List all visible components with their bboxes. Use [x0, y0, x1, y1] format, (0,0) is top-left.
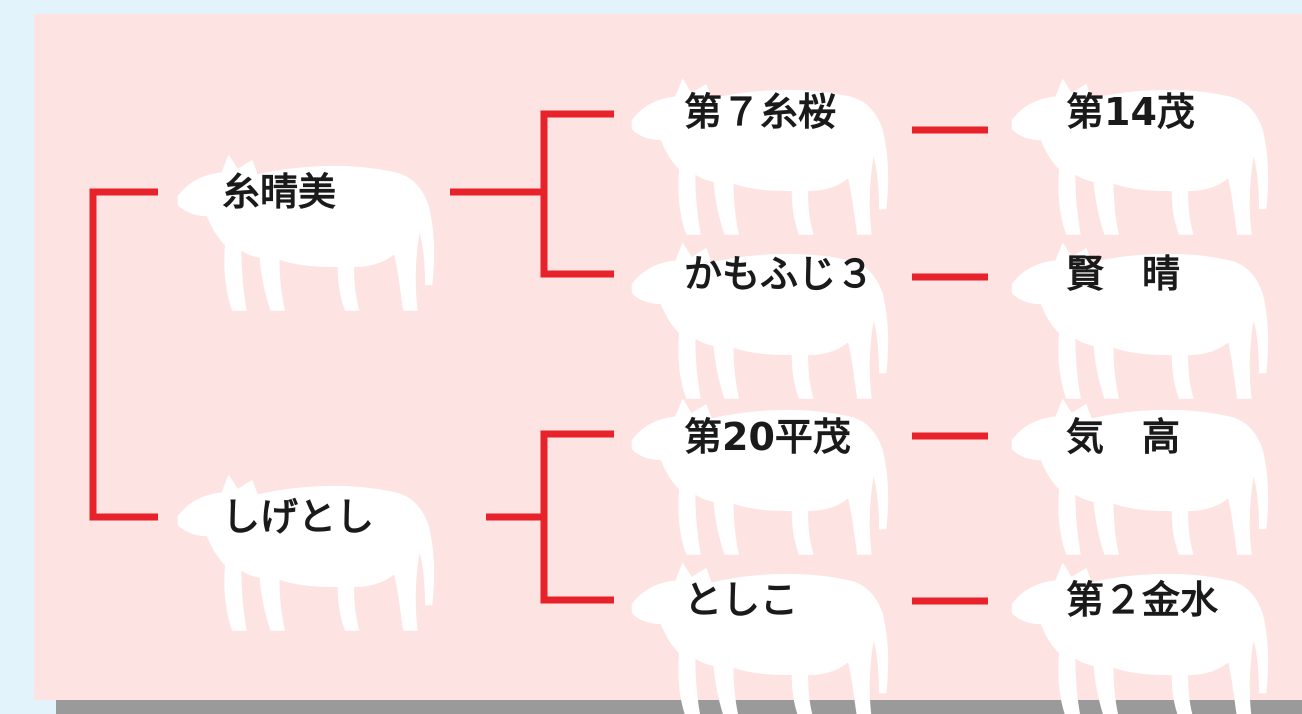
- dam-dam-ancestor-name: 第２金水: [1066, 578, 1219, 622]
- sire-sire-ancestor-name: 第14茂: [1066, 90, 1195, 134]
- dam-name: しげとし: [222, 495, 375, 539]
- dam-bracket: [540, 430, 614, 604]
- sire-dam-ancestor-name: 賢 晴: [1066, 252, 1181, 296]
- dam-sire-name: 第20平茂: [684, 415, 851, 459]
- dam-sire-ancestor-name: 気 高: [1066, 415, 1181, 459]
- sire-sire-name: 第７糸桜: [684, 90, 837, 134]
- dam-dam-name: としこ: [684, 578, 799, 622]
- sire-bracket: [540, 110, 614, 278]
- root-bracket: [89, 188, 158, 521]
- sire-dam-name: かもふじ３: [684, 252, 875, 296]
- sire-name: 糸晴美: [222, 170, 337, 214]
